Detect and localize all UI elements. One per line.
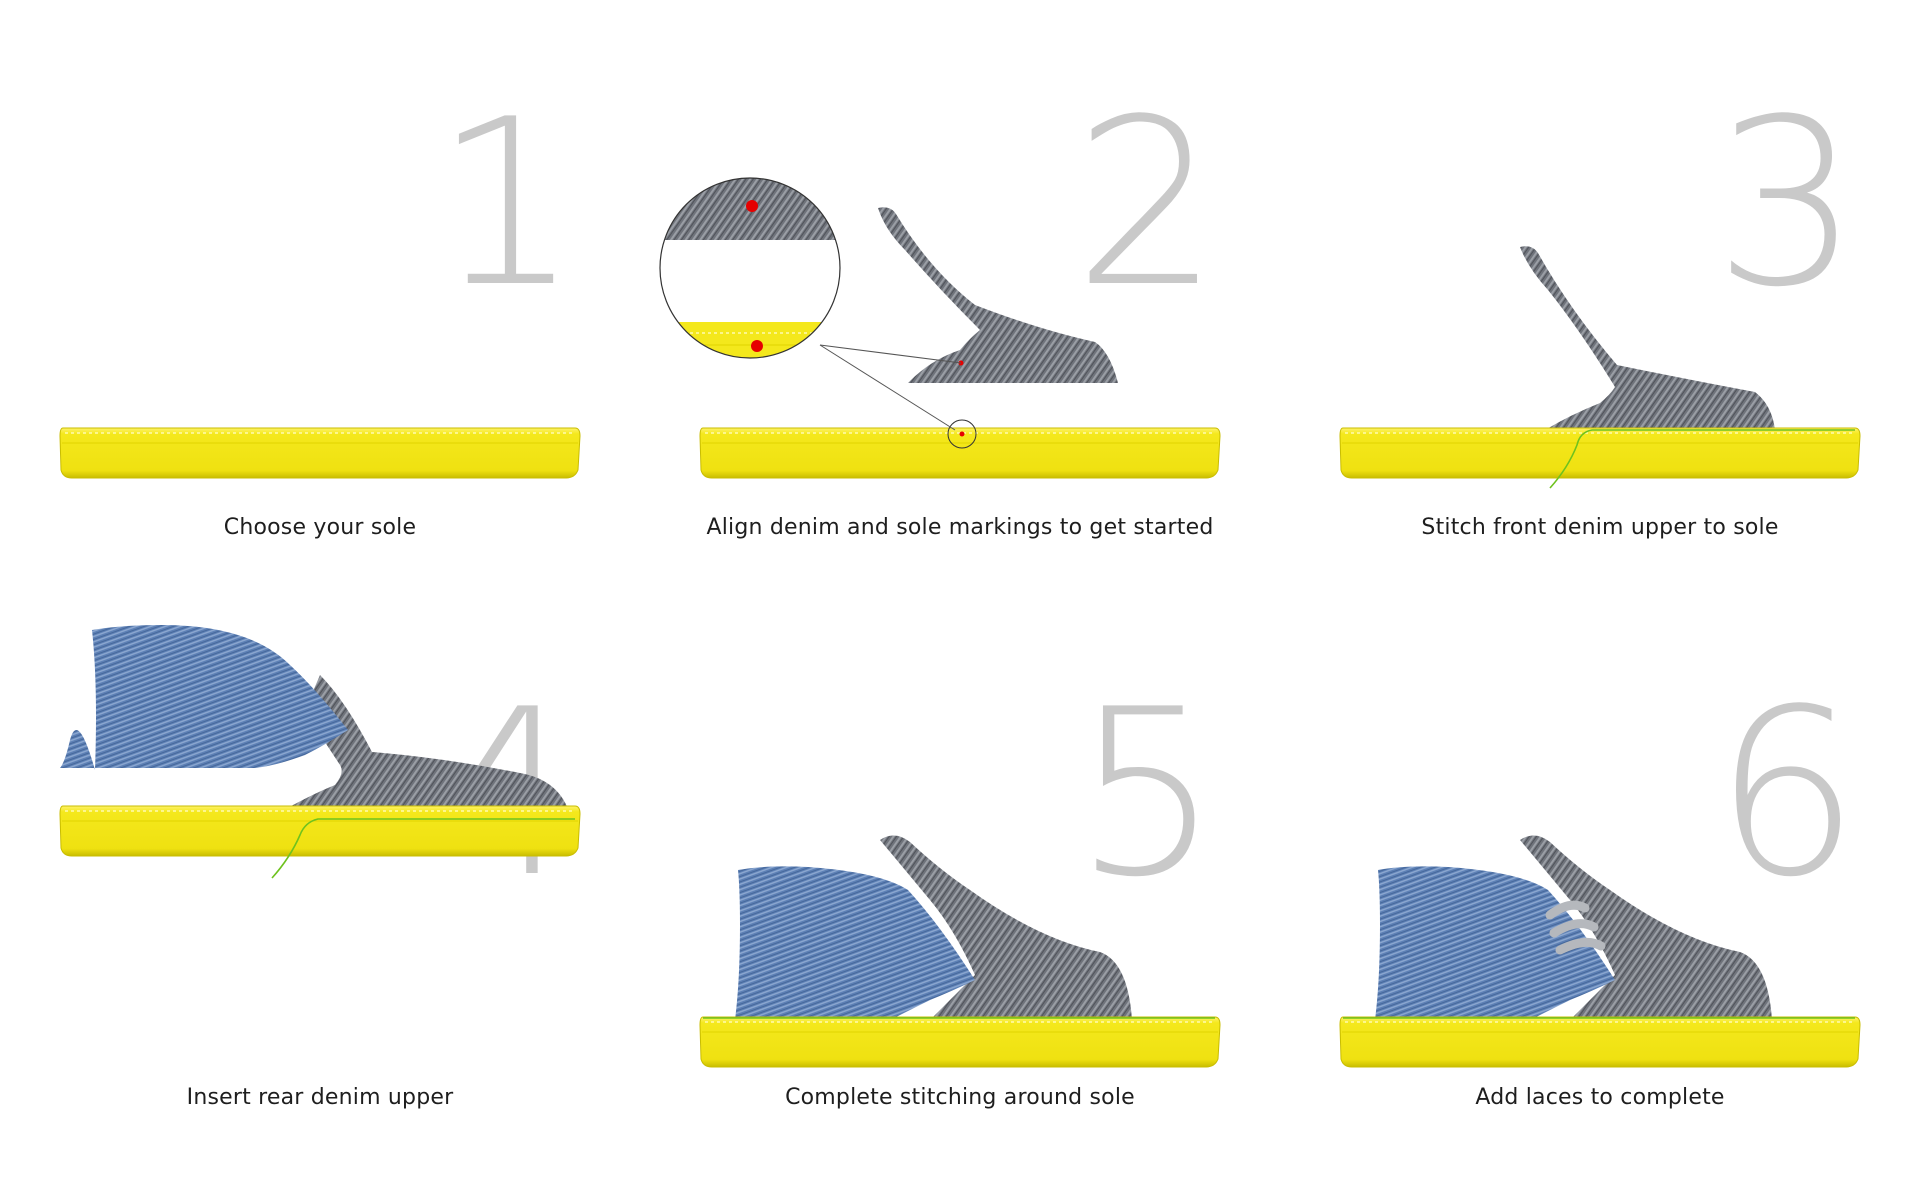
step-5-number: 5	[1073, 661, 1220, 928]
step-4-caption: Insert rear denim upper	[186, 1085, 454, 1110]
step-6-number: 6	[1713, 661, 1860, 928]
magnified-sole-marker	[751, 340, 763, 352]
magnifier-callout	[659, 177, 962, 431]
step-2-number: 2	[1073, 71, 1220, 338]
sole	[1339, 427, 1861, 479]
front-denim-upper	[1520, 835, 1772, 1020]
stitch-thread	[271, 818, 575, 879]
rear-denim-upper	[60, 625, 348, 770]
step-5-panel: 5 Complete stitching around sole	[640, 590, 1280, 1190]
front-denim-upper	[880, 835, 1132, 1020]
laces	[1545, 900, 1606, 955]
step-4-panel: 4 Insert rear denim upper	[0, 590, 640, 1190]
step-2-illustration	[659, 177, 1221, 479]
step-3-illustration	[1339, 246, 1861, 489]
step-4-illustration	[59, 625, 581, 879]
front-denim-upper	[1520, 246, 1775, 430]
sole	[59, 427, 581, 479]
sole	[1339, 1016, 1861, 1068]
step-6-panel: 6 Add laces to complete	[1280, 590, 1920, 1190]
sole	[59, 805, 581, 857]
sole-marker-highlight	[947, 419, 977, 449]
front-denim-upper	[275, 675, 570, 815]
rear-denim-upper	[735, 866, 975, 1020]
step-3-panel: 3 Stitch front denim upper to sole	[1280, 0, 1920, 600]
step-1-panel: 1 Choose your sole	[0, 0, 640, 600]
step-3-number: 3	[1713, 71, 1860, 338]
step-1-number: 1	[433, 71, 580, 338]
step-5-caption: Complete stitching around sole	[785, 1085, 1135, 1110]
magnified-denim-marker	[746, 200, 758, 212]
step-6-caption: Add laces to complete	[1475, 1085, 1725, 1110]
step-1-caption: Choose your sole	[223, 515, 417, 540]
sole-marker	[959, 431, 965, 437]
step-6-illustration	[1339, 835, 1861, 1068]
rear-denim-upper	[1375, 866, 1615, 1020]
sole	[699, 1016, 1221, 1068]
step-3-caption: Stitch front denim upper to sole	[1421, 515, 1779, 540]
sole	[699, 419, 1221, 479]
step-1-illustration	[59, 427, 581, 479]
step-2-panel: 2 Align deni	[640, 0, 1280, 600]
stitch-thread	[1549, 429, 1855, 489]
step-2-caption: Align denim and sole markings to get sta…	[706, 515, 1214, 540]
step-5-illustration	[699, 835, 1221, 1068]
